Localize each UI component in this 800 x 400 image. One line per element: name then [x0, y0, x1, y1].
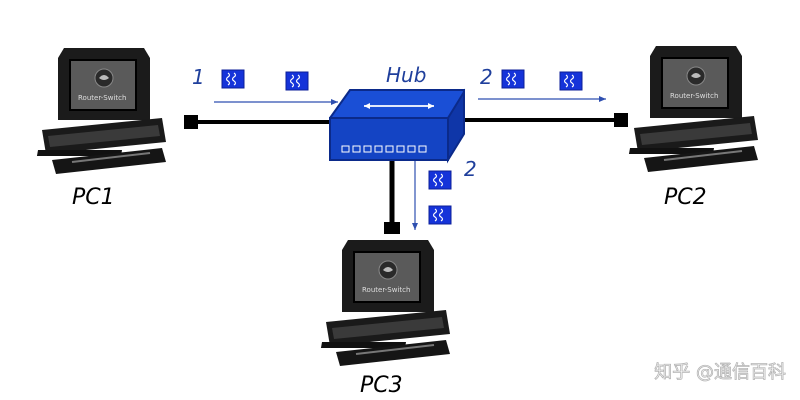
watermark: 知乎 @通信百科	[654, 362, 786, 383]
computer-icon-pc1: Router-Switch	[35, 47, 167, 175]
screen-brand: Router-Switch	[362, 286, 410, 294]
pc3-label: PC3	[360, 373, 403, 398]
hub-label: Hub	[386, 63, 426, 87]
computer-icon-pc2: Router-Switch	[627, 45, 759, 173]
step-number-pc3: 2	[464, 157, 477, 181]
packet-icon	[428, 205, 452, 225]
pc2-port	[614, 113, 628, 127]
hub-device	[329, 88, 466, 164]
pc2-label: PC2	[664, 185, 707, 210]
packet-icon	[559, 71, 583, 91]
pc1-port	[184, 115, 198, 129]
pc3-port	[384, 222, 400, 234]
packet-icon	[285, 71, 309, 91]
packet-icon	[428, 170, 452, 190]
screen-brand: Router-Switch	[670, 92, 718, 100]
pc1-label: PC1	[72, 185, 115, 210]
screen-brand: Router-Switch	[78, 94, 126, 102]
packet-icon	[501, 69, 525, 89]
computer-icon-pc3: Router-Switch	[319, 239, 451, 367]
packet-icon	[221, 69, 245, 89]
step-number-pc1: 1	[192, 65, 205, 89]
step-number-pc2: 2	[480, 65, 493, 89]
